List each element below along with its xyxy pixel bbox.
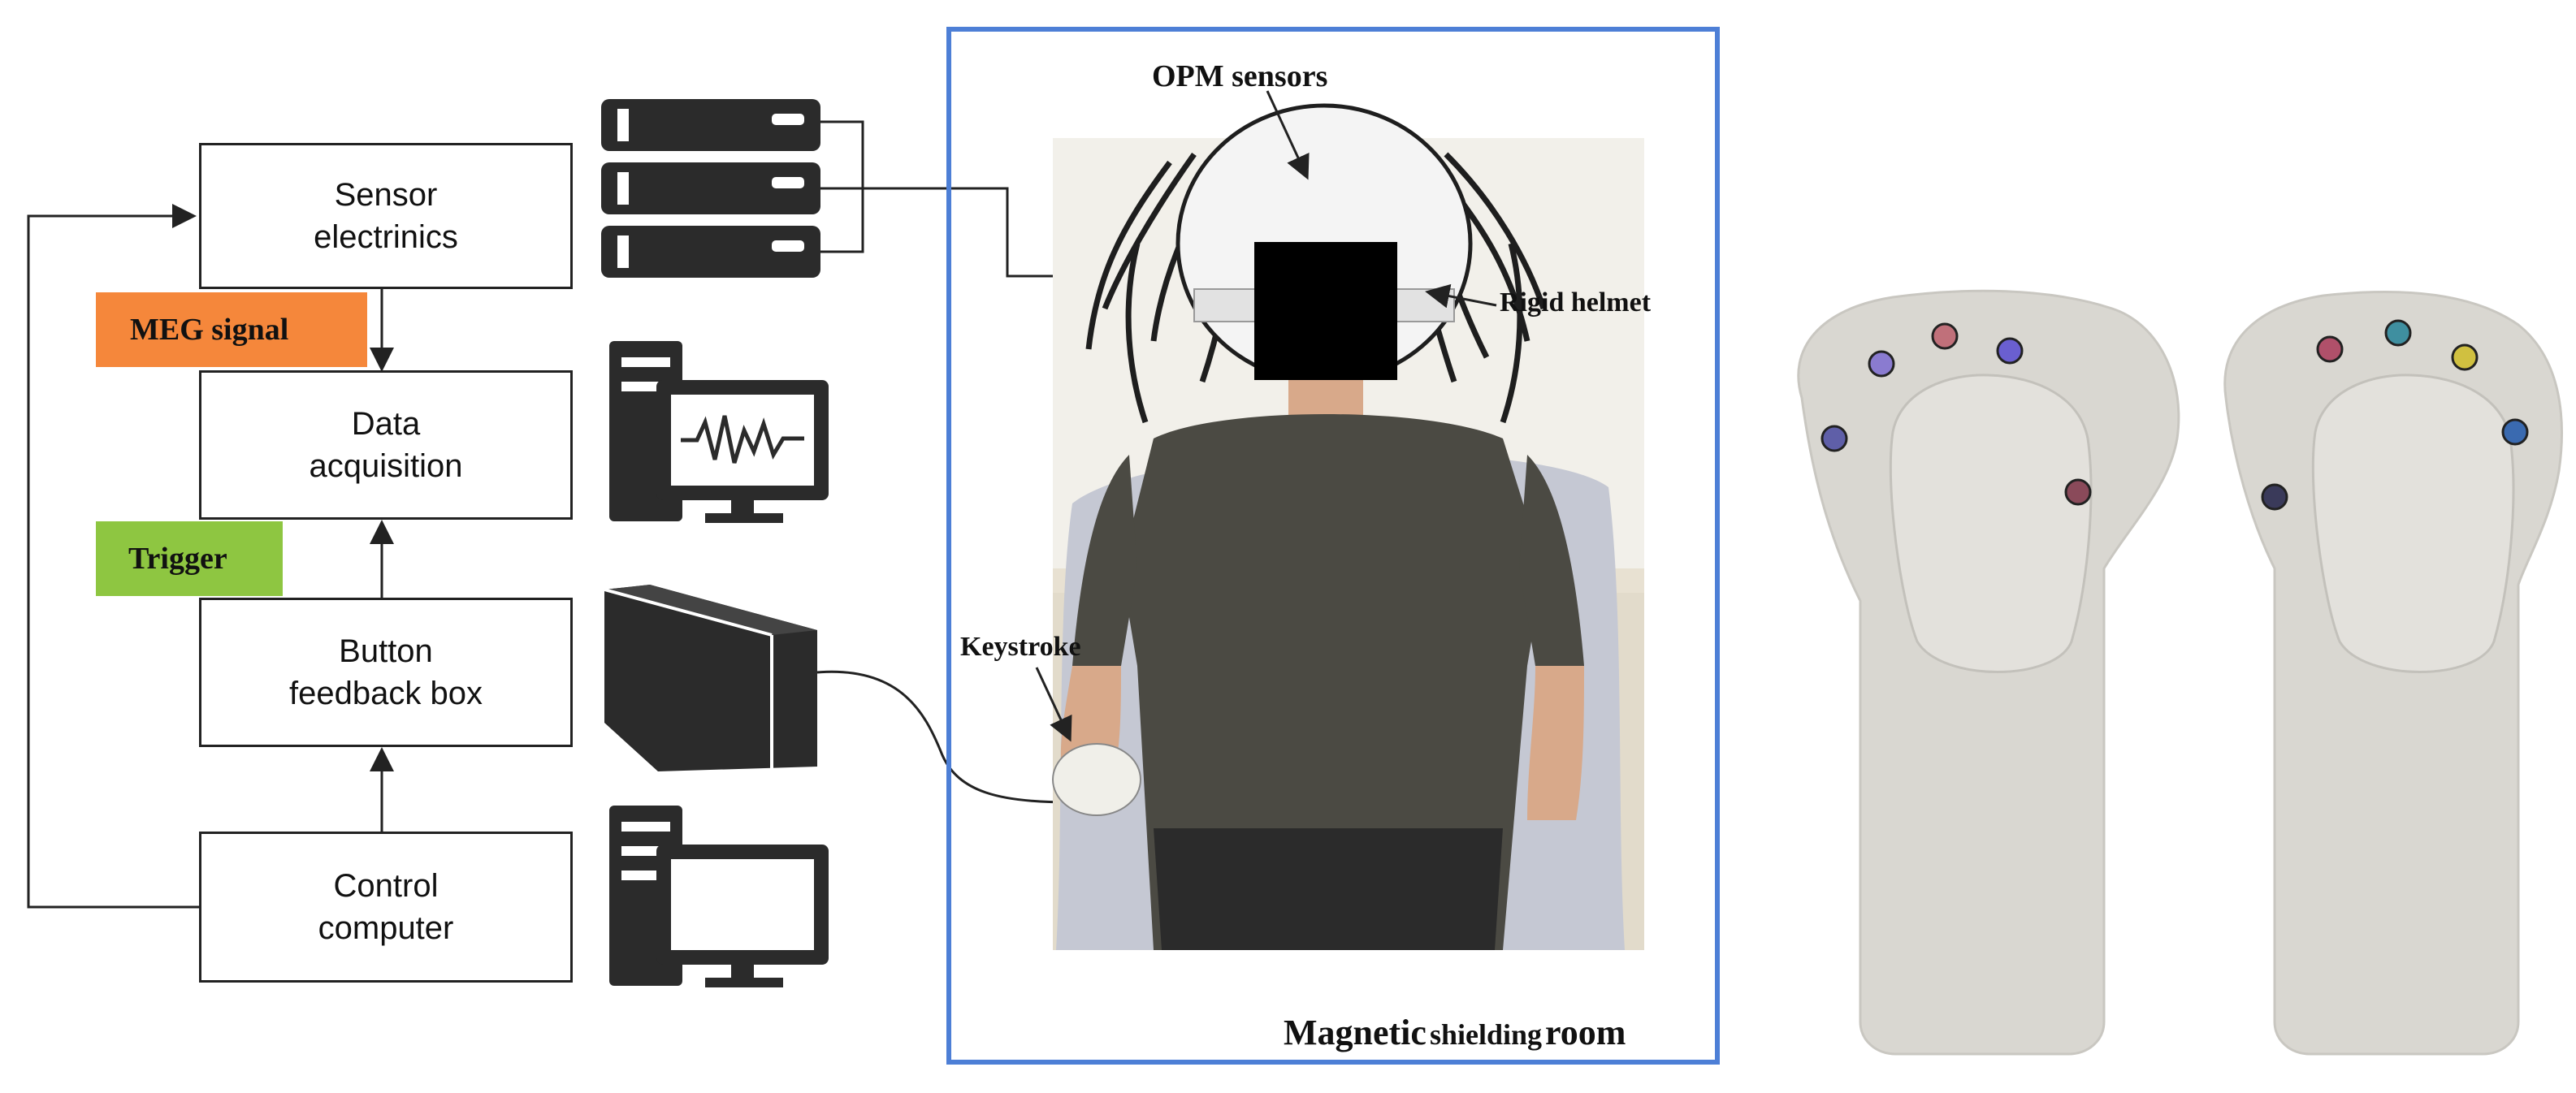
room-title-word-2: shielding: [1429, 1018, 1542, 1051]
server-rack-icon: [601, 99, 820, 278]
room-title-word-1: Magnetic: [1284, 1013, 1427, 1052]
rigid-helmet-label: Rigid helmet: [1500, 287, 1652, 318]
box-icon: [604, 585, 817, 771]
button-pad-left: [1797, 289, 2180, 1056]
server-connector: [820, 120, 864, 253]
box-to-keystroke-cable: [816, 670, 1070, 804]
button-pad-right: [2223, 290, 2563, 1056]
keystroke-pointer: [1035, 667, 1072, 742]
room-title-word-3: room: [1545, 1013, 1626, 1052]
sensor-electronics-box: Sensor electrinics: [199, 143, 573, 289]
keystroke-label: Keystroke: [960, 632, 1081, 662]
shielding-room-frame: [946, 27, 1720, 1065]
shielding-room-title: Magnetic shielding room: [1284, 1012, 1626, 1053]
data-monitor-icon: [609, 341, 829, 523]
opm-pointer: [1266, 90, 1310, 180]
meg-signal-tag: MEG signal: [96, 292, 367, 367]
subject-photo: [1052, 103, 1644, 950]
button-feedback-box: Button feedback box: [199, 598, 573, 747]
opm-sensors-label: OPM sensors: [1152, 59, 1328, 93]
helmet-pointer: [1425, 283, 1497, 309]
trigger-tag: Trigger: [96, 521, 283, 596]
computer-icon: [609, 806, 829, 987]
control-computer-box: Control computer: [199, 832, 573, 983]
feedback-loop-line: [27, 204, 199, 909]
